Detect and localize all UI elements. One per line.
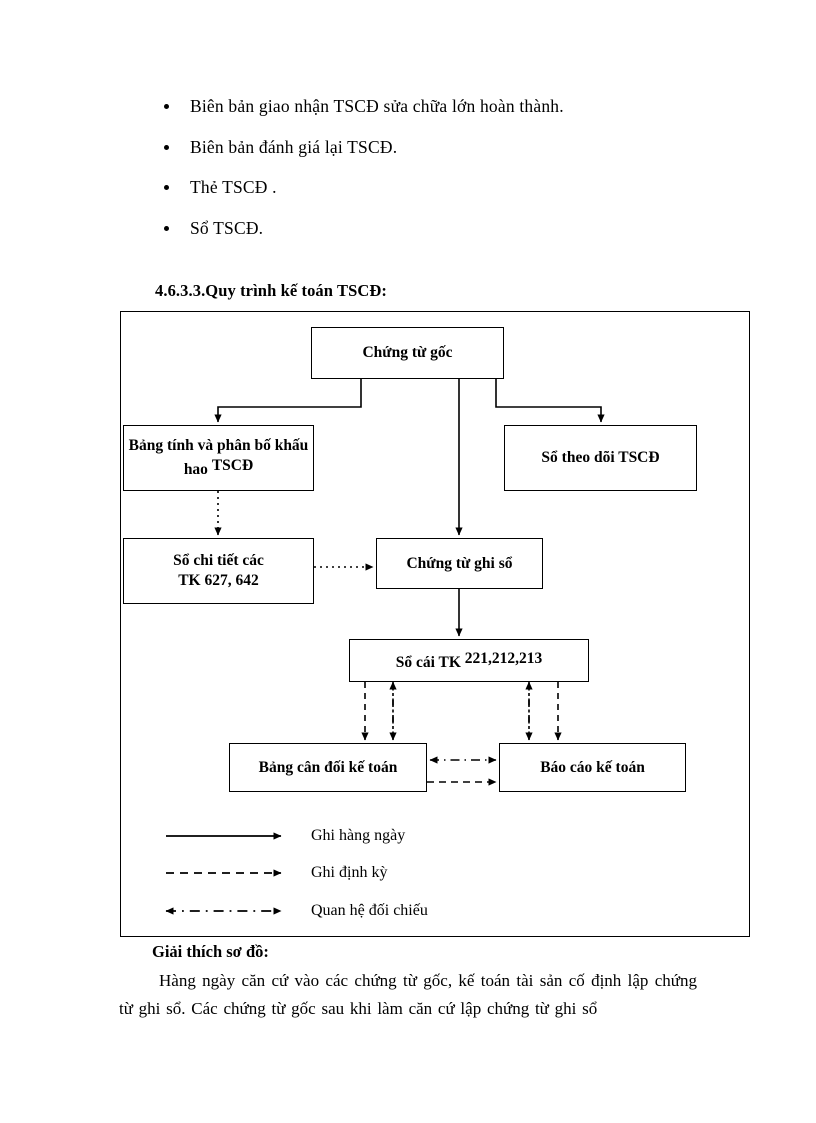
flow-box-label: Bảng tính và phân bố khấu hao xyxy=(128,437,309,478)
bullet-dot-icon xyxy=(164,104,169,109)
legend-row-ghi-dinh-ky: Ghi định kỳ xyxy=(121,861,551,885)
connector-goc-to-bangtinh xyxy=(214,379,362,423)
explanation-heading: Giải thích sơ đồ: xyxy=(152,942,269,961)
bullet-dot-icon xyxy=(164,225,169,231)
legend-row-ghi-hang-ngay: Ghi hàng ngày xyxy=(121,824,551,848)
list-item: Biên bản đánh giá lại TSCĐ. xyxy=(150,136,750,160)
list-item: Sổ TSCĐ. xyxy=(150,217,750,241)
flow-box-label-superscript: 221,212,213 xyxy=(464,649,543,667)
bullet-list: Biên bản giao nhận TSCĐ sửa chữa lớn hoà… xyxy=(150,95,750,258)
section-heading: 4.6.3.3.Quy trình kế toán TSCĐ: xyxy=(155,281,387,300)
flow-box-bang-can-doi-ke-toan: Bảng cân đối kế toán xyxy=(229,743,427,792)
flow-box-label: Báo cáo kế toán xyxy=(540,758,645,776)
list-item-text: Biên bản đánh giá lại TSCĐ. xyxy=(190,136,398,157)
flow-box-so-cai-tk: Sổ cái TK 221,212,213 xyxy=(349,639,589,682)
flow-box-so-chi-tiet: Sổ chi tiết các TK 627, 642 xyxy=(123,538,314,604)
flow-box-label: Chứng từ gốc xyxy=(362,344,453,362)
flowchart-frame: Chứng từ gốc Bảng tính và phân bố khấu h… xyxy=(120,311,750,937)
flow-box-label-line1: Sổ chi tiết các xyxy=(173,552,264,570)
list-item-text: Biên bản giao nhận TSCĐ sửa chữa lớn hoà… xyxy=(190,96,564,116)
flow-box-label: Chứng từ ghi sổ xyxy=(406,554,513,572)
legend-row-quan-he-doi-chieu: Quan hệ đối chiếu xyxy=(121,899,551,923)
list-item: Thẻ TSCĐ . xyxy=(150,176,750,200)
list-item-text: Thẻ TSCĐ . xyxy=(190,177,277,198)
flow-box-chung-tu-goc: Chứng từ gốc xyxy=(311,327,504,379)
bullet-dot-icon xyxy=(164,185,169,191)
legend-label: Quan hệ đối chiếu xyxy=(311,902,428,919)
explanation-body: Hàng ngày căn cứ vào các chứng từ gốc, k… xyxy=(119,971,697,1018)
legend-label: Ghi định kỳ xyxy=(311,864,388,881)
legend-label: Ghi hàng ngày xyxy=(311,827,406,844)
flow-box-bao-cao-ke-toan: Báo cáo kế toán xyxy=(499,743,686,792)
list-item: Biên bản giao nhận TSCĐ sửa chữa lớn hoà… xyxy=(150,95,750,119)
flow-box-label-line2: TK 627, 642 xyxy=(178,572,259,589)
flow-box-label-superscript: TSCĐ xyxy=(211,457,254,474)
list-item-text: Sổ TSCĐ. xyxy=(190,217,264,238)
flow-box-chung-tu-ghi-so: Chứng từ ghi sổ xyxy=(376,538,543,589)
flowchart-connectors xyxy=(165,379,605,915)
flow-box-label: Sổ cái TK xyxy=(395,653,461,671)
bullet-dot-icon xyxy=(164,144,169,150)
flow-box-label: Bảng cân đối kế toán xyxy=(258,758,398,776)
flow-box-label: Sổ theo dõi TSCĐ xyxy=(541,449,660,467)
connector-goc-to-sotheodoi xyxy=(495,379,605,423)
flow-box-bang-tinh-phan-bo-khau-hao: Bảng tính và phân bố khấu hao TSCĐ xyxy=(123,425,314,491)
flow-box-so-theo-doi-tscd: Sổ theo dõi TSCĐ xyxy=(504,425,697,491)
